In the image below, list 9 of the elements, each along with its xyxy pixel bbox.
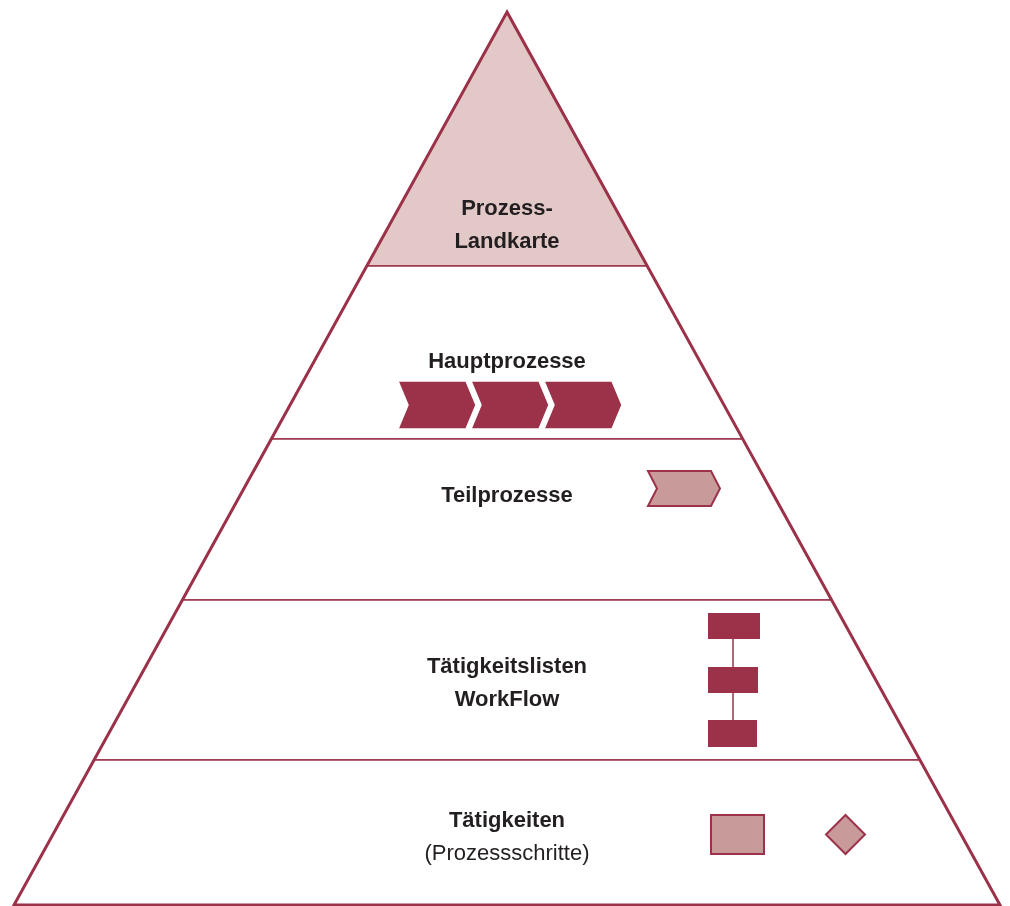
tier-title: Teilprozesse [441,480,573,509]
tier-title: Prozess-Landkarte [453,194,561,255]
tier-title: Hauptprozesse [428,346,586,375]
tier-title: Tätigkeiten [448,806,566,834]
tier-subtitle: (Prozessschritte) [424,839,590,867]
pyramid-tier [94,600,920,760]
tier-title: Tätigkeitslisten WorkFlow [425,652,589,713]
pyramid-tier [271,266,743,439]
pyramid-tier [182,439,832,600]
